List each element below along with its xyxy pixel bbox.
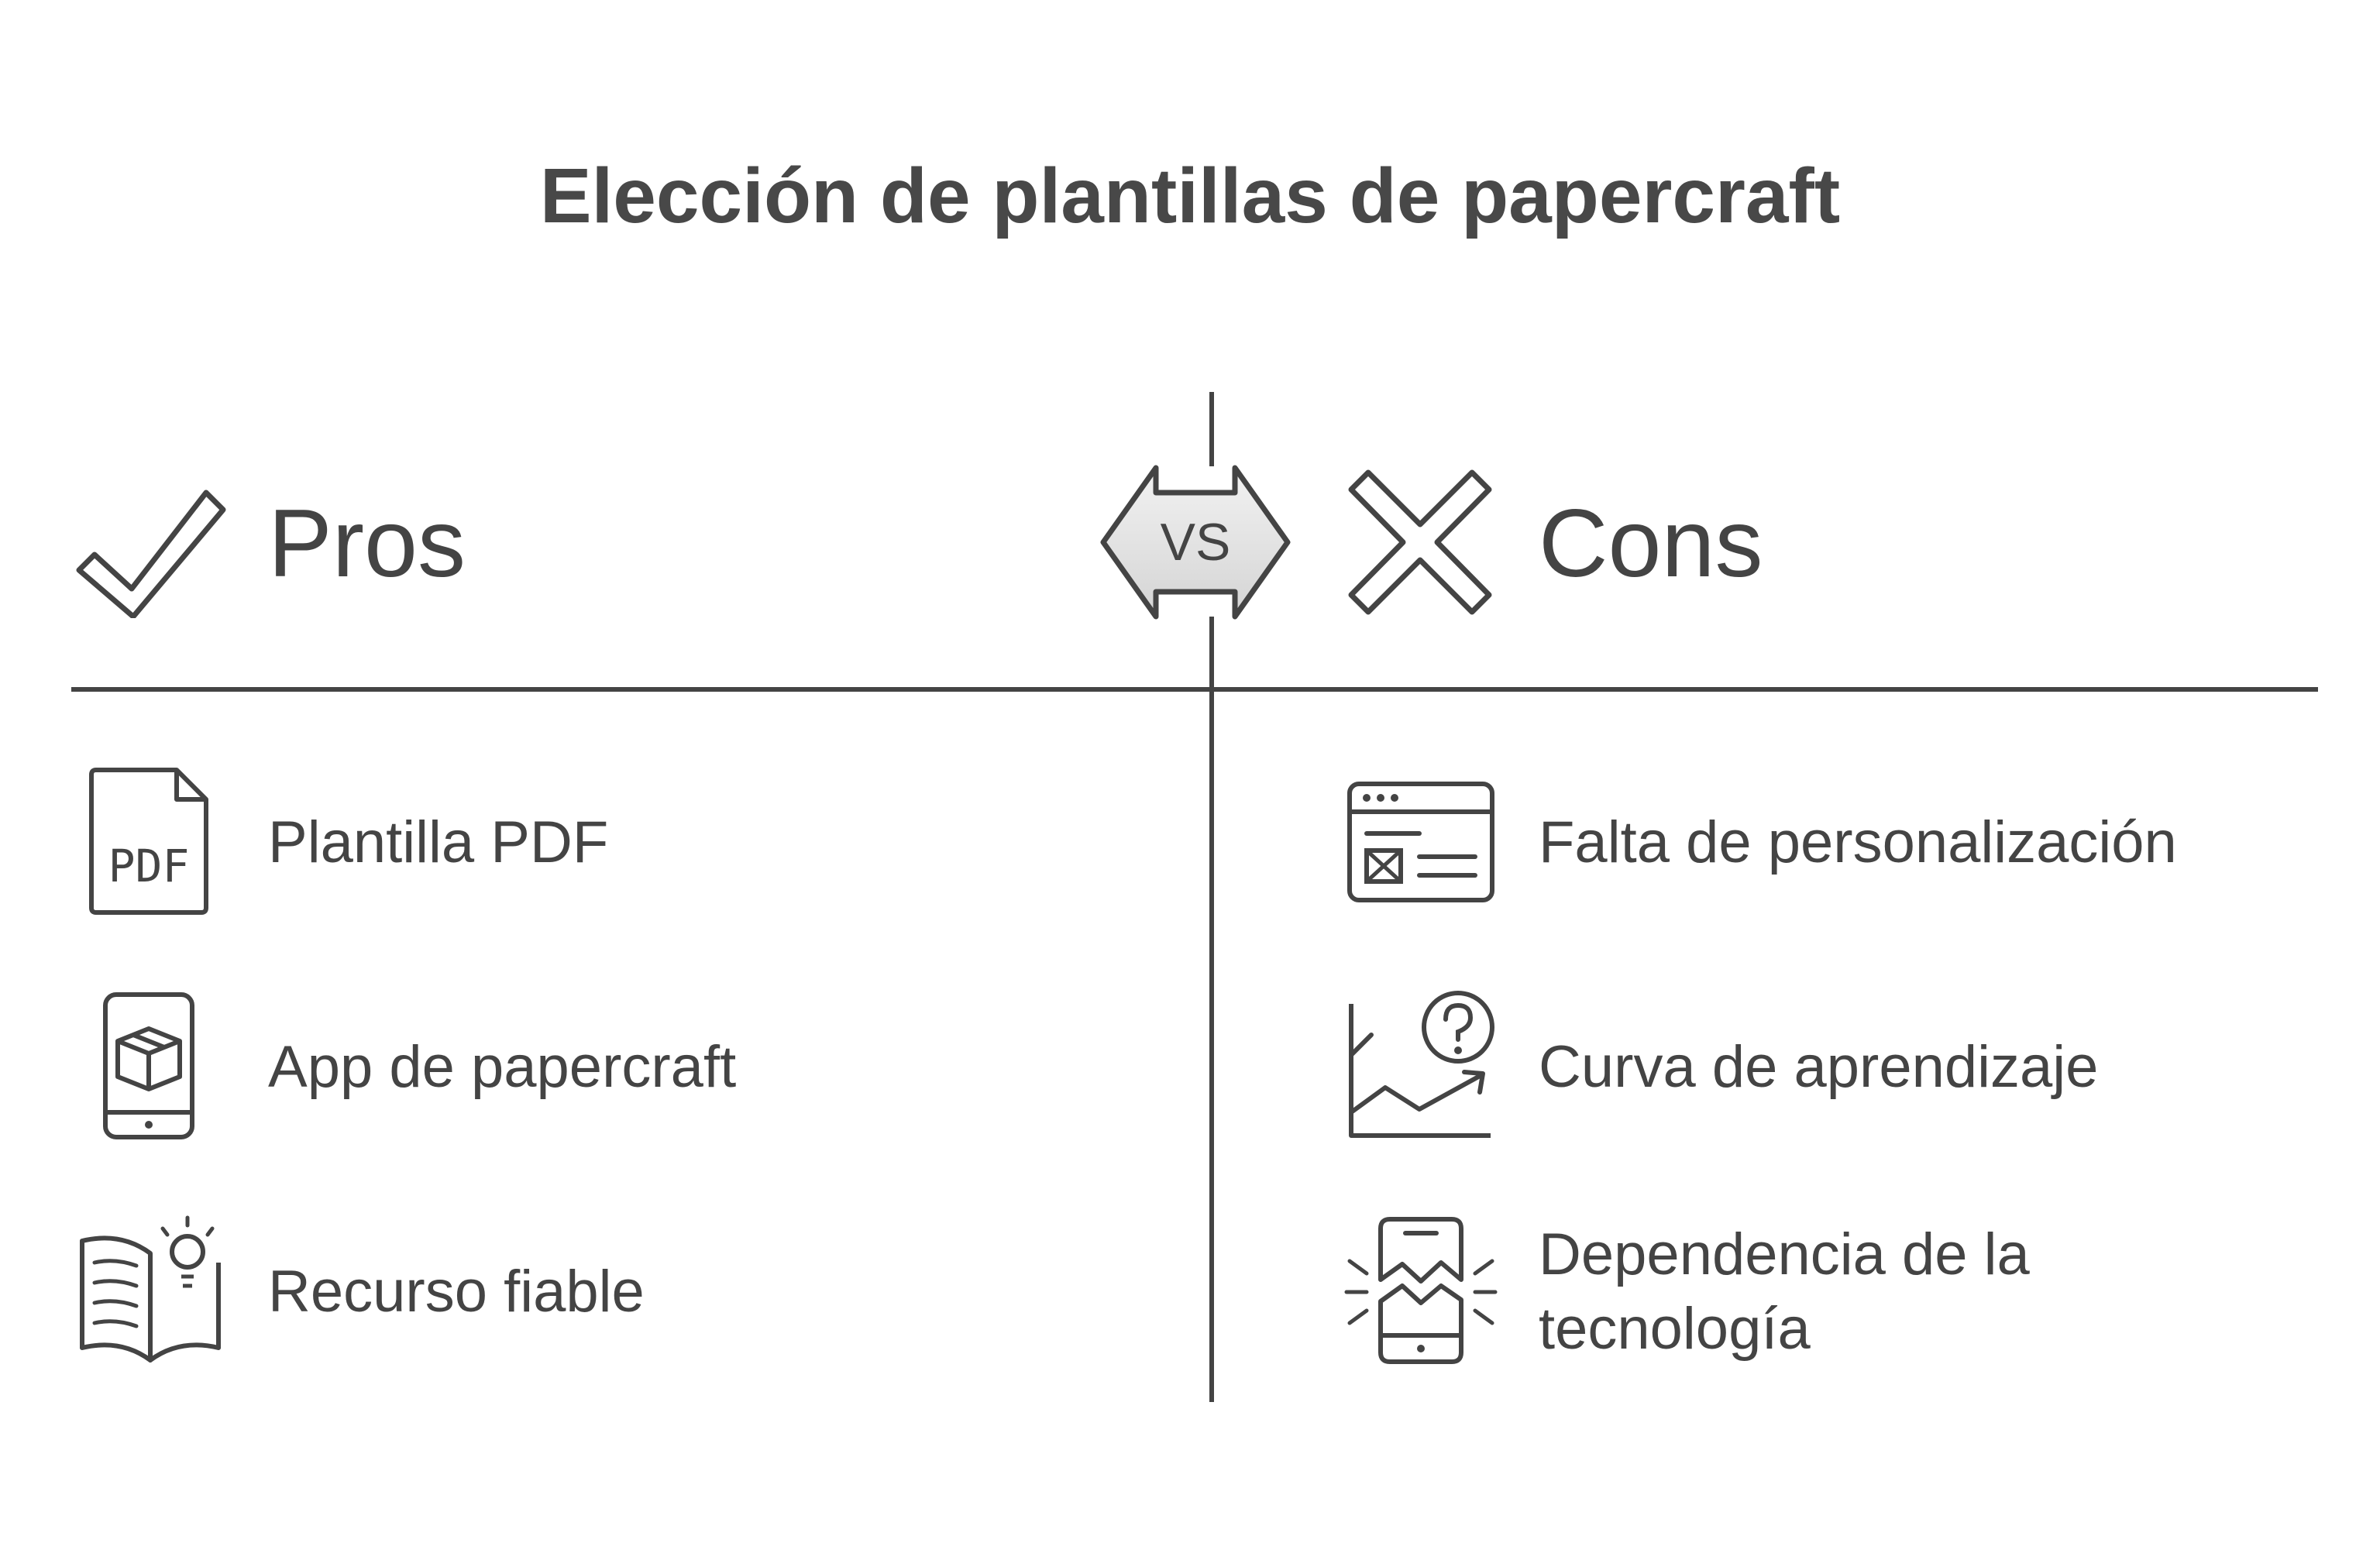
chart-question-icon [1345, 988, 1497, 1140]
book-lightbulb-icon [74, 1215, 226, 1366]
vs-badge [1099, 463, 1292, 621]
browser-window-icon [1345, 779, 1497, 905]
pros-item-label: Recurso fiable [268, 1259, 645, 1325]
phone-box-icon [101, 990, 197, 1142]
pdf-file-icon: PDF [85, 765, 212, 917]
vertical-divider-top [1209, 392, 1214, 466]
checkmark-icon [73, 486, 228, 618]
vs-label: VS [1160, 513, 1231, 572]
page-title: Elección de plantillas de papercraft [539, 153, 1841, 239]
horizontal-divider [71, 687, 2318, 692]
broken-phone-icon [1343, 1215, 1498, 1366]
cons-heading: Cons [1539, 490, 1763, 597]
pros-heading: Pros [268, 490, 466, 597]
vertical-divider-bottom [1209, 617, 1214, 1402]
cons-item-label: Falta de personalización [1539, 809, 2177, 875]
pros-item-label: Plantilla PDF [268, 809, 609, 875]
pros-item-label: App de papercraft [268, 1034, 737, 1100]
cons-item-label: Dependencia de la tecnología [1539, 1222, 2030, 1362]
x-mark-icon [1346, 468, 1494, 617]
cons-item-label: Curva de aprendizaje [1539, 1034, 2099, 1100]
svg-text:PDF: PDF [108, 840, 190, 892]
